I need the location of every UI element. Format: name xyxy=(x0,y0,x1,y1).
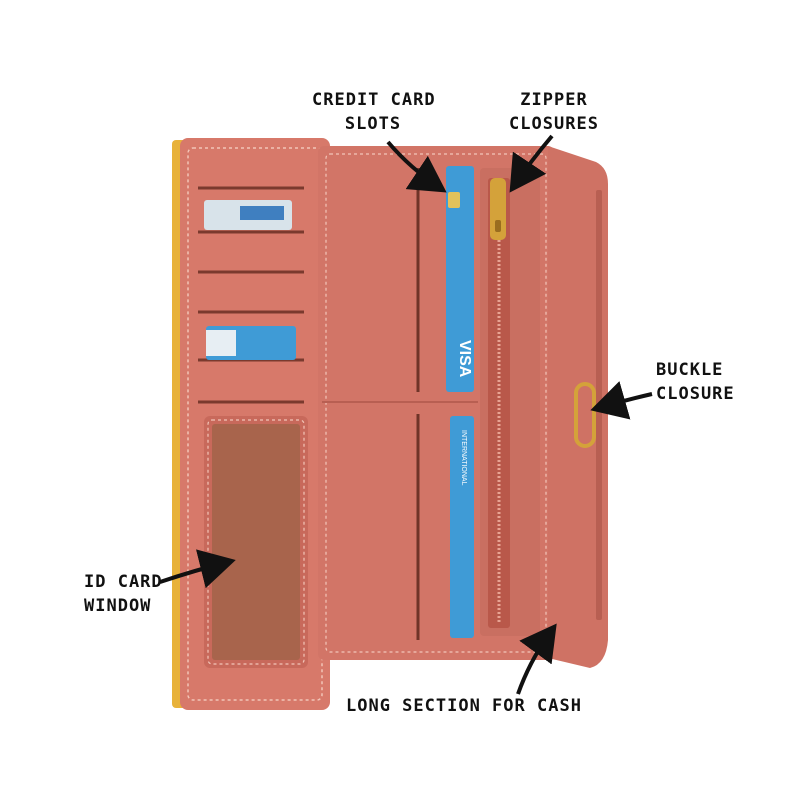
id-window-stitch xyxy=(207,419,305,665)
label-zipper-closures: ZIPPER CLOSURES xyxy=(506,88,602,136)
label-long-section-for-cash-line1: LONG SECTION FOR CASH xyxy=(346,696,582,716)
zipper-pull xyxy=(490,178,506,240)
label-long-section-for-cash: LONG SECTION FOR CASH xyxy=(346,694,582,718)
label-id-card-window-line2: WINDOW xyxy=(84,596,152,616)
id-window-interior xyxy=(212,424,300,660)
label-id-card-window-line1: ID CARD xyxy=(84,572,163,592)
arrow-credit-card-slots xyxy=(386,140,447,193)
blue-card-lower xyxy=(450,416,474,638)
label-buckle-closure-line2: CLOSURE xyxy=(656,384,735,404)
zipper-track xyxy=(488,178,510,628)
zipper-pull-hole xyxy=(495,220,501,232)
card-visa-text: VISA xyxy=(456,340,473,378)
label-buckle-closure-line1: BUCKLE xyxy=(656,360,724,380)
label-credit-card-slots-line1: CREDIT CARD xyxy=(312,90,436,110)
label-id-card-window: ID CARD WINDOW xyxy=(84,570,184,618)
card-peek-top-stripe xyxy=(240,206,284,220)
label-buckle-closure: BUCKLE CLOSURE xyxy=(656,358,756,406)
arrow-zipper-closures xyxy=(509,134,554,193)
label-credit-card-slots: CREDIT CARD SLOTS xyxy=(312,88,436,136)
arrow-id-card-window xyxy=(159,549,236,589)
label-credit-card-slots-line2: SLOTS xyxy=(344,114,402,134)
blue-card-upper xyxy=(446,166,474,392)
card-chip xyxy=(448,192,460,208)
arrow-buckle-closure xyxy=(590,381,653,420)
card-international-text: INTERNATIONAL xyxy=(460,430,467,486)
wallet-right-flap-edge xyxy=(596,190,602,620)
arrow-long-section-for-cash xyxy=(516,623,557,695)
label-zipper-closures-line1: ZIPPER xyxy=(520,90,588,110)
label-zipper-closures-line2: CLOSURES xyxy=(509,114,599,134)
card-peek-mid-white xyxy=(206,330,236,356)
